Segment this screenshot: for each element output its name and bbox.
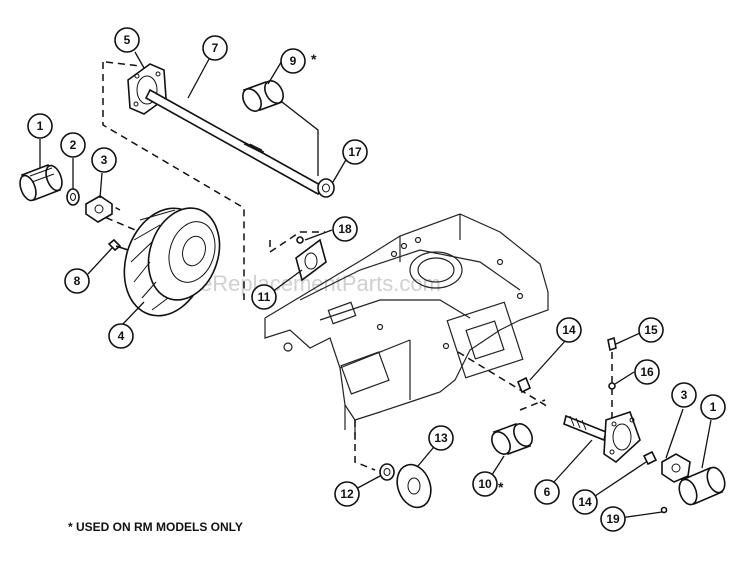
asterisk-9: * [311,51,317,67]
svg-text:1: 1 [37,119,44,133]
callout-14-upper: 14 [556,317,582,343]
svg-text:12: 12 [340,487,354,501]
callout-1-left: 1 [27,113,53,139]
callout-16: 16 [634,359,660,385]
hub-part-right [661,453,691,483]
bolt-part-8 [107,238,129,252]
disc-part-13 [396,463,432,509]
nut-part-16 [608,382,616,390]
svg-text:3: 3 [101,153,108,167]
callout-3-right: 3 [671,382,697,408]
svg-text:14: 14 [578,495,592,509]
callout-8: 8 [64,268,90,294]
svg-text:6: 6 [544,485,551,499]
svg-text:11: 11 [258,290,271,304]
callout-10: 10 [472,471,498,497]
svg-text:16: 16 [640,365,654,379]
callout-18: 18 [332,216,358,242]
svg-text:14: 14 [562,323,576,337]
callout-6: 6 [534,479,560,505]
chassis-frame [264,213,549,440]
callout-4: 4 [108,323,134,349]
washer-part-2 [66,188,80,206]
svg-text:1: 1 [710,400,717,414]
svg-text:15: 15 [644,323,658,337]
svg-text:18: 18 [338,222,352,236]
svg-text:7: 7 [212,41,219,55]
footnote-text: * USED ON RM MODELS ONLY [68,520,243,534]
wheel-tire-part-4 [123,207,221,317]
axle-part-7 [144,88,324,196]
pin-part-18 [296,236,304,244]
svg-text:13: 13 [434,431,448,445]
svg-text:17: 17 [348,145,362,159]
callout-13: 13 [428,425,454,451]
key-part-14-lower [642,450,658,466]
svg-text:3: 3 [681,388,688,402]
callout-15: 15 [638,317,664,343]
nut-part-12 [379,463,395,481]
svg-text:5: 5 [124,33,131,47]
callout-19: 19 [600,506,626,532]
callout-2: 2 [60,132,86,158]
svg-text:10: 10 [478,477,492,491]
screw-part-15 [607,336,617,352]
callout-17: 17 [342,139,368,165]
bushing-part-10 [491,423,533,455]
callout-7: 7 [202,35,228,61]
callout-12: 12 [334,481,360,507]
assembly-lines [94,61,613,471]
callout-3-left: 3 [91,147,117,173]
watermark-text: eReplacementParts.com [200,271,441,296]
svg-text:2: 2 [70,138,77,152]
washer-part-17 [317,178,335,198]
callout-14-lower: 14 [572,489,598,515]
bushing-part-left [19,163,63,202]
plate-washer-part-11 [295,238,327,282]
callout-5: 5 [114,27,140,53]
callout-11: 11 [251,284,277,310]
asterisk-10: * [498,479,504,495]
svg-text:4: 4 [118,329,125,343]
pin-part-19 [660,506,668,514]
bushing-part-right [678,466,726,506]
bushing-part-9 [242,80,319,176]
callout-1-right: 1 [700,394,726,420]
svg-text:8: 8 [74,274,81,288]
shaft-part-6 [563,410,641,464]
callout-9: 9 [280,48,306,74]
svg-text:9: 9 [290,54,297,68]
key-part-14-upper [516,376,532,394]
svg-text:19: 19 [606,512,620,526]
